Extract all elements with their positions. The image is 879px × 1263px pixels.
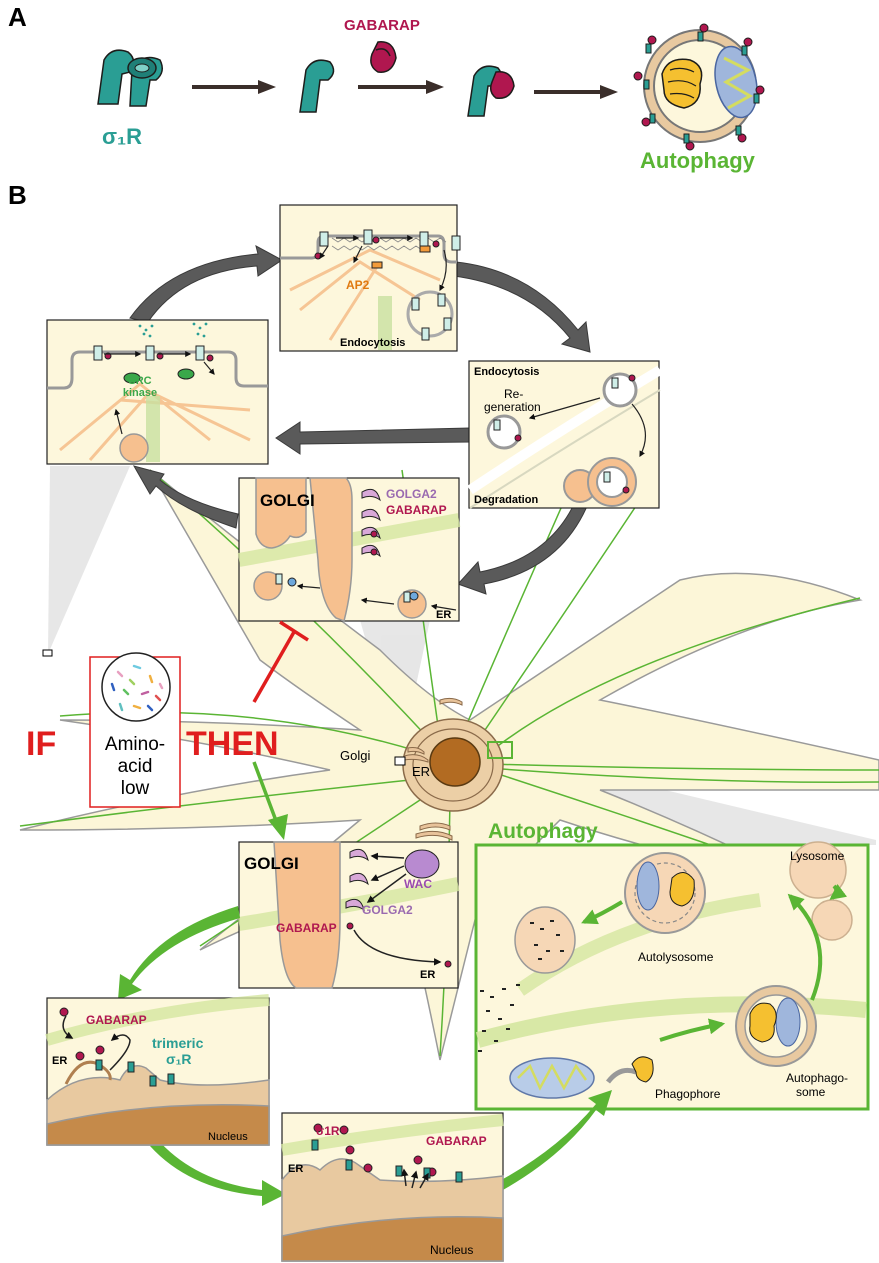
er-left-er: ER (52, 1055, 67, 1067)
golgi-bottom-gabarap: GABARAP (276, 921, 337, 935)
endocytosis-sorting-box: Endocytosis Re- generation Degradation (467, 360, 663, 509)
golgi-top-er: ER (436, 609, 451, 621)
ap2-label: AP2 (346, 278, 370, 292)
regeneration-line1: Re- (504, 387, 523, 401)
autophagy-box-title: Autophagy (488, 820, 598, 843)
er-bottom-gabarap: GABARAP (426, 1134, 487, 1148)
trimeric-line2: σ₁R (166, 1051, 191, 1067)
panel-a-letter: A (8, 2, 27, 32)
sigma1r-label: σ₁R (102, 124, 142, 149)
inset-marker-golgi (394, 756, 406, 766)
degradation-label: Degradation (474, 494, 538, 506)
endocytosis-title: Endocytosis (340, 337, 405, 349)
er-bottom-er: ER (288, 1163, 303, 1175)
golgi-top-golga2: GOLGA2 (386, 487, 437, 501)
recycling-cycle-arrows (129, 245, 591, 595)
er-bottom-box: σ1R ER GABARAP Nucleus (280, 1112, 504, 1262)
sigma1r-trimer-icon (97, 49, 163, 107)
sigma1r-monomer-icon (299, 59, 335, 113)
condition-line1: Amino- (105, 734, 165, 755)
golgi-top-box: GOLGI GOLGA2 GABARAP ER (237, 477, 461, 622)
wac-label: WAC (404, 877, 432, 891)
autophagy-label-a: Autophagy (640, 148, 756, 173)
er-left-nucleus: Nucleus (208, 1131, 248, 1143)
condition-line2: acid (118, 756, 153, 777)
golgi-bottom-er: ER (420, 969, 435, 981)
gabarap-icon (370, 41, 397, 73)
autophagy-flow-arrows (118, 906, 612, 1206)
golgi-bottom-box: GOLGI WAC GOLGA2 GABARAP ER (237, 841, 460, 989)
src-label: SRC (128, 375, 151, 387)
er-left-gabarap: GABARAP (86, 1013, 147, 1027)
autolysosome-label: Autolysosome (638, 950, 714, 964)
condition-line3: low (121, 778, 150, 799)
inhibition-arrow (252, 620, 309, 703)
autophagosome-icon (633, 23, 765, 151)
golgi-top-gabarap: GABARAP (386, 503, 447, 517)
inset-marker-autophagy (487, 741, 513, 759)
sorting-endocytosis-title: Endocytosis (474, 366, 539, 378)
if-label: IF (26, 725, 56, 763)
golgi-bottom-golga2: GOLGA2 (362, 903, 413, 917)
then-label: THEN (186, 725, 279, 763)
er-left-box: GABARAP ER trimeric σ₁R Nucleus (45, 994, 270, 1146)
cell-golgi-label: Golgi (340, 748, 370, 763)
inset-marker-membrane (42, 649, 53, 657)
panel-a-arrow-1 (192, 80, 276, 94)
er-bottom-nucleus: Nucleus (430, 1243, 473, 1257)
kinase-label: kinase (123, 387, 157, 399)
panel-a: A σ₁R GABARAP (8, 2, 765, 173)
panel-a-arrow-3 (534, 85, 618, 99)
gabarap-label: GABARAP (344, 17, 420, 34)
src-kinase-box: SRC kinase (46, 319, 269, 465)
trimeric-line1: trimeric (152, 1035, 204, 1051)
then-activation-arrow (252, 761, 288, 840)
phagophore-label: Phagophore (655, 1087, 721, 1101)
panel-b-letter: B (8, 180, 27, 210)
sigma1r-gabarap-complex-icon (467, 65, 515, 117)
condition-box: Amino- acid low (89, 652, 181, 808)
panel-a-arrow-2 (358, 80, 444, 94)
golgi-top-title: GOLGI (260, 491, 315, 510)
endocytosis-box: AP2 Endocytosis (279, 204, 461, 352)
golgi-bottom-title: GOLGI (244, 854, 299, 873)
cell-er-label: ER (412, 764, 430, 779)
autophagosome-line2: some (796, 1085, 826, 1099)
regeneration-line2: generation (484, 400, 541, 414)
autophagosome-line1: Autophago- (786, 1071, 848, 1085)
er-bottom-sigma: σ1R (316, 1124, 340, 1138)
autophagy-box: Autophagy Lysosome Autolysosome Autophag… (474, 820, 870, 1111)
lysosome-label: Lysosome (790, 849, 845, 863)
